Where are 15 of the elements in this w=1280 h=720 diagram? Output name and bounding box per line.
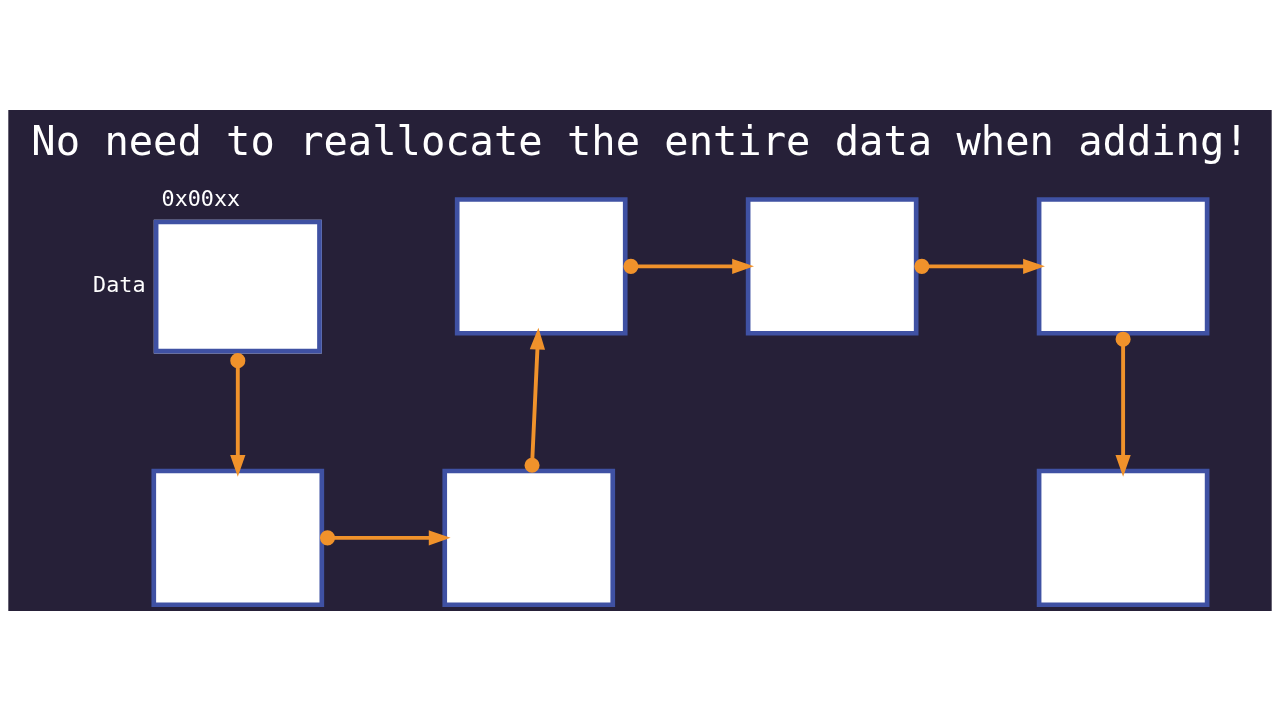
node-box [442, 468, 616, 607]
arrow [319, 529, 451, 545]
arrow [1115, 331, 1131, 477]
node-box [1036, 196, 1210, 336]
arrow [524, 327, 546, 473]
node-label: Data [93, 271, 146, 297]
arrow [914, 258, 1045, 274]
node-box [454, 196, 628, 336]
node-box [151, 468, 325, 607]
arrow [623, 258, 754, 274]
node-box [1036, 468, 1210, 607]
diagram-title: No need to reallocate the entire data when adding! [31, 116, 1249, 165]
node-label: 0x00xx [161, 185, 241, 211]
arrow [230, 352, 246, 477]
node-box [745, 196, 919, 336]
